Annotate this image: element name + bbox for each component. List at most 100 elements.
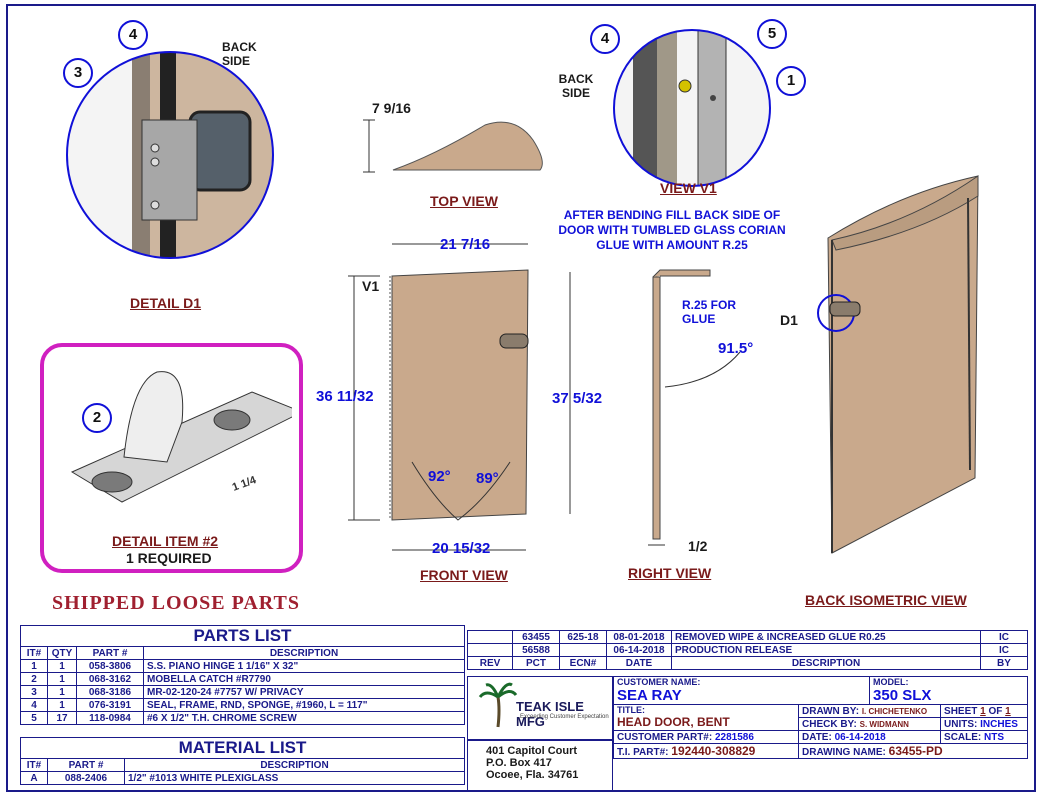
callout-1: 1 [776,66,806,96]
back-iso-drawing [817,175,979,554]
company-name: TEAK ISLE MFG [516,699,584,729]
title-value: HEAD DOOR, BENT [617,715,730,729]
cell: 5 [20,711,48,725]
right-view-title: RIGHT VIEW [628,565,712,581]
title-label: TITLE: [617,705,645,716]
cell [559,643,607,657]
cell: S.S. PIANO HINGE 1 1/16" X 32" [143,659,465,673]
callout-2: 2 [82,403,112,433]
cell: 1 [20,659,48,673]
cell [467,643,513,657]
company-address: 401 Capitol Court P.O. Box 417 Ocoee, Fl… [467,740,613,792]
detail-d1-drawing [66,51,274,259]
table-row: 56588 06-14-2018 PRODUCTION RELEASE IC [467,643,1028,657]
cell: 56588 [512,643,560,657]
company-tagline: Exceeding Customer Expectation [520,714,609,720]
col-qty: QTY [47,646,77,660]
units-value: INCHES [980,718,1018,730]
drawing-name-value: 63455-PD [888,744,943,758]
cell: PRODUCTION RELEASE [671,643,981,657]
cell: 625-18 [559,630,607,644]
cell: 1 [47,698,77,712]
date-label: DATE: [802,731,832,743]
col-part: PART # [47,758,125,772]
glue-note: AFTER BENDING FILL BACK SIDE OF DOOR WIT… [558,208,786,252]
rev-col-ecn: ECN# [559,656,607,670]
cell: 08-01-2018 [606,630,672,644]
detail-item2-frame [40,343,303,573]
right-angle: 91.5° [718,340,754,357]
company-logo: TEAK ISLE MFG Exceeding Customer Expecta… [467,676,613,740]
cell: #6 X 1/2" T.H. CHROME SCREW [143,711,465,725]
front-view-drawing [348,243,571,551]
cell: IC [980,643,1028,657]
table-row: 63455 625-18 08-01-2018 REMOVED WIPE & I… [467,630,1028,644]
cell: 1 [47,685,77,699]
cell: SEAL, FRAME, RND, SPONGE, #1960, L = 117… [143,698,465,712]
view-v1-drawing [613,29,771,187]
back-side-label-2: BACK SIDE [558,72,594,100]
scale-label: SCALE: [944,731,982,743]
top-view-title: TOP VIEW [430,193,498,209]
front-width-top: 21 7/16 [440,236,491,253]
material-list-title: MATERIAL LIST [20,737,465,759]
model-value: 350 SLX [873,687,932,704]
cell: 63455 [512,630,560,644]
cell: MOBELLA CATCH #R7790 [143,672,465,686]
cell: 1/2" #1013 WHITE PLEXIGLASS [124,771,465,785]
right-view-drawing [648,269,741,546]
cell: MR-02-120-24 #7757 W/ PRIVACY [143,685,465,699]
callout-3: 3 [63,58,93,88]
callout-4-d1: 4 [118,20,148,50]
customer-name: SEA RAY [617,687,682,704]
parts-list-title: PARTS LIST [20,625,465,647]
top-view-drawing [363,119,543,173]
cell: 088-2406 [47,771,125,785]
cell: A [20,771,48,785]
callout-4-v1: 4 [590,24,620,54]
cell: 1 [47,672,77,686]
cell: 2 [20,672,48,686]
col-desc: DESCRIPTION [124,758,465,772]
front-height-left: 36 11/32 [316,388,374,405]
right-thickness: 1/2 [688,538,708,554]
rev-col-rev: REV [467,656,513,670]
cell: IC [980,630,1028,644]
customer-name-label: CUSTOMER NAME: [617,677,701,688]
detail-item2-title: DETAIL ITEM #2 [112,533,219,549]
address-line: 401 Capitol Court [486,745,578,757]
cell: 1 [47,659,77,673]
rev-col-pct: PCT [512,656,560,670]
back-iso-title: BACK ISOMETRIC VIEW [805,592,967,608]
front-width-bottom: 20 15/32 [432,540,491,557]
rev-col-desc: DESCRIPTION [671,656,981,670]
ti-part-value: 192440-308829 [671,744,756,758]
cell: 118-0984 [76,711,144,725]
cell: 4 [20,698,48,712]
cell: 076-3191 [76,698,144,712]
palm-tree-icon [478,682,518,728]
customer-part-value: 2281586 [714,731,754,743]
col-it: IT# [20,758,48,772]
rev-col-date: DATE [606,656,672,670]
v1-marker: V1 [362,278,380,294]
address-line: Ocoee, Fla. 34761 [486,769,579,781]
front-height-right: 37 5/32 [552,390,603,407]
cell: 06-14-2018 [606,643,672,657]
sheet-label: SHEET [944,705,978,717]
callout-5: 5 [757,19,787,49]
date-value: 06-14-2018 [834,731,886,743]
cell: 068-3162 [76,672,144,686]
check-by-label: CHECK BY: [802,718,857,730]
address-line: P.O. Box 417 [486,757,552,769]
front-view-title: FRONT VIEW [420,567,508,583]
col-desc: DESCRIPTION [143,646,465,660]
title-block-table: CUSTOMER NAME: SEA RAY MODEL: 350 SLX TI… [612,676,1028,759]
d1-marker: D1 [780,312,798,328]
model-label: MODEL: [873,677,909,688]
cell: 3 [20,685,48,699]
